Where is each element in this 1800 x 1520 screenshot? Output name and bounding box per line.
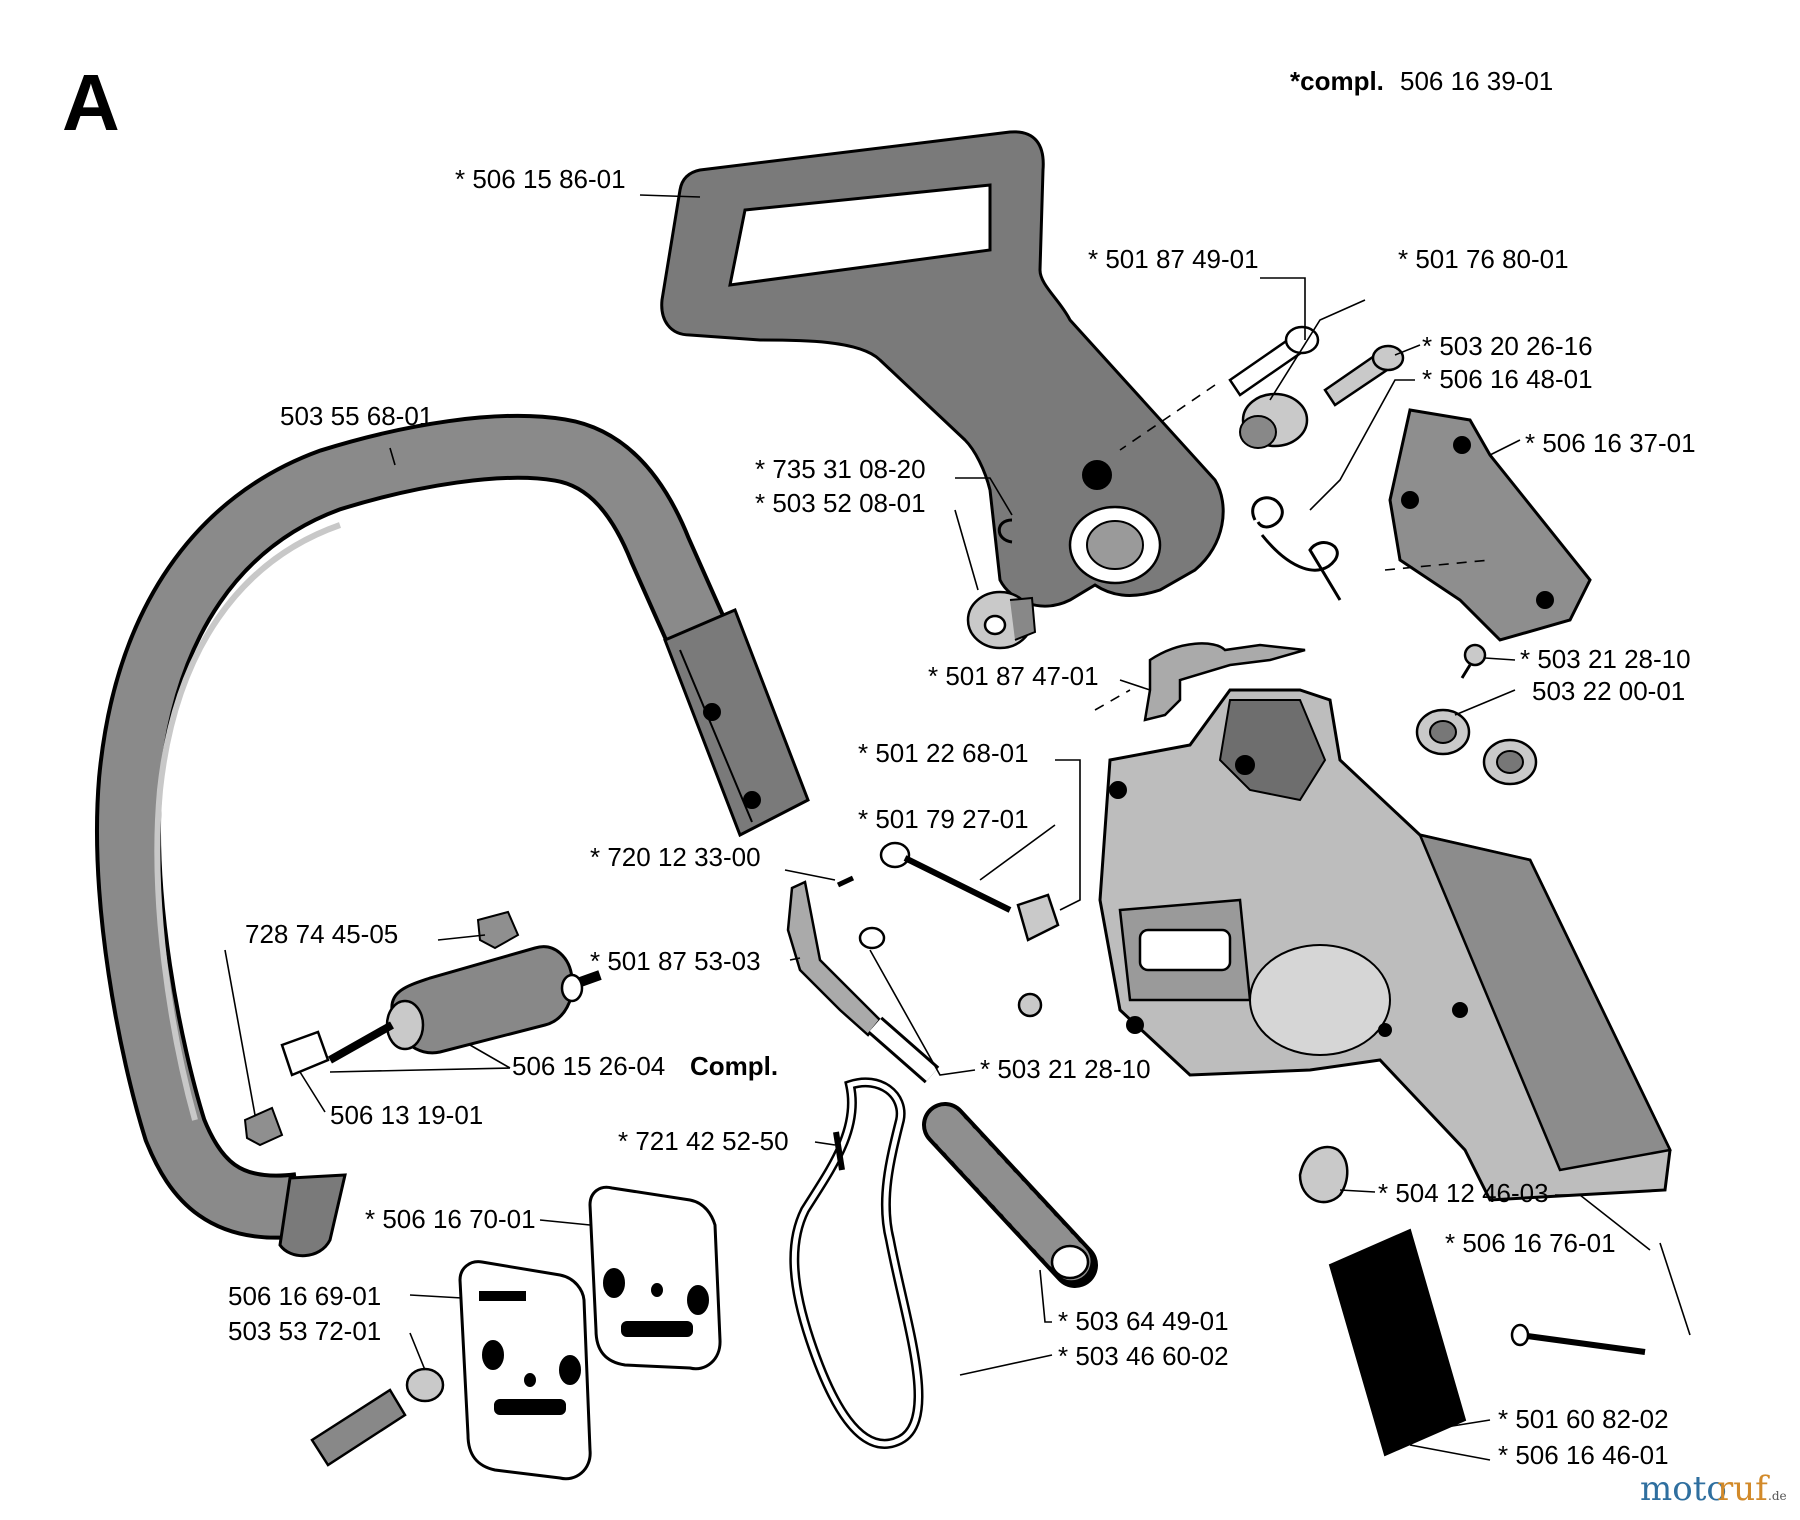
brake-band-part xyxy=(789,1077,924,1449)
circlip-part xyxy=(997,518,1013,544)
screw-2810a-part xyxy=(1460,643,1487,679)
label-plate-7001: * 506 16 70-01 xyxy=(365,1204,536,1234)
nuts-2200-part xyxy=(1415,708,1538,786)
label-screw-7201: 503 53 72-01 xyxy=(228,1316,381,1346)
lever-4701-part xyxy=(1143,642,1306,722)
assembly-number: 506 16 39-01 xyxy=(1400,66,1553,96)
label-nut-2200: 503 22 00-01 xyxy=(1532,676,1685,706)
label-filter-compl-word: Compl. xyxy=(690,1051,778,1081)
screw-7201-part xyxy=(310,1367,445,1467)
label-pad-4601: * 506 16 46-01 xyxy=(1498,1440,1669,1470)
section-letter: A xyxy=(62,58,120,147)
watermark-part2: ruf xyxy=(1717,1469,1770,1509)
label-pin-5250: * 721 42 52-50 xyxy=(618,1126,789,1156)
brake-lever-part xyxy=(786,880,940,1084)
label-lever-5303: * 501 87 53-03 xyxy=(590,946,761,976)
plate-6901-part xyxy=(458,1260,592,1481)
label-washer-0801: * 503 52 08-01 xyxy=(755,488,926,518)
label-nut-4701: * 501 87 47-01 xyxy=(928,661,1099,691)
label-band-6002: * 503 46 60-02 xyxy=(1058,1341,1229,1371)
plate-7001-part xyxy=(588,1185,722,1371)
side-cover-plate-part xyxy=(1388,408,1592,642)
label-circlip: * 735 31 08-20 xyxy=(755,454,926,484)
watermark-part1: moto xyxy=(1640,1469,1727,1509)
label-bushing-7680: * 501 76 80-01 xyxy=(1398,244,1569,274)
label-tension-7927: * 501 79 27-01 xyxy=(858,804,1029,834)
label-screw-2026: * 503 20 26-16 xyxy=(1422,331,1593,361)
pin-5250-part xyxy=(833,1131,845,1171)
filter-compl-part xyxy=(328,945,602,1064)
bushing-part xyxy=(1239,392,1309,449)
label-front-handle: 503 55 68-01 xyxy=(280,401,433,431)
screw-7490-part xyxy=(1228,325,1320,397)
tension-screw-7927-part xyxy=(879,841,1012,913)
label-rivet-7601: * 506 16 76-01 xyxy=(1445,1228,1616,1258)
pad-4601-part xyxy=(1328,1228,1467,1457)
nut-2268-part xyxy=(1016,893,1060,942)
screw-2026-part xyxy=(1323,344,1405,407)
label-cover-3701: * 506 16 37-01 xyxy=(1525,428,1696,458)
label-screw-2810b: * 503 21 28-10 xyxy=(980,1054,1151,1084)
label-screw-2810a: * 503 21 28-10 xyxy=(1520,644,1691,674)
watermark-logo: moto ruf .de xyxy=(1640,1469,1787,1509)
top-handle-part xyxy=(660,130,1225,608)
label-bolt-2268: * 501 22 68-01 xyxy=(858,738,1029,768)
label-stop-4505: 728 74 45-05 xyxy=(245,919,398,949)
label-cap-4603: * 504 12 46-03 xyxy=(1378,1178,1549,1208)
screw-2810b-part xyxy=(1017,992,1043,1018)
label-plate-6901: 506 16 69-01 xyxy=(228,1281,381,1311)
label-nut-1901: 506 13 19-01 xyxy=(330,1100,483,1130)
spring-6481-part xyxy=(1251,496,1342,601)
pin-1233-part xyxy=(836,875,855,888)
label-filter-compl-num: 506 15 26-04 xyxy=(512,1051,665,1081)
label-top-handle: * 506 15 86-01 xyxy=(455,164,626,194)
clutch-cover-part xyxy=(1098,688,1672,1202)
label-spring-4801: * 506 16 48-01 xyxy=(1422,364,1593,394)
spring-6449-part xyxy=(922,1102,1098,1288)
assembly-prefix: *compl. xyxy=(1290,66,1384,96)
cap-4603-part xyxy=(1298,1145,1349,1204)
rivet-8202-part xyxy=(1510,1323,1646,1355)
leader-lines xyxy=(224,194,1691,1461)
washer-0801-part xyxy=(966,590,1037,650)
label-rivet-8202: * 501 60 82-02 xyxy=(1498,1404,1669,1434)
watermark-suffix: .de xyxy=(1768,1489,1787,1503)
nut-1901-part xyxy=(280,1030,330,1077)
stop-4505-part xyxy=(243,910,520,1147)
label-screw-7490: * 501 87 49-01 xyxy=(1088,244,1259,274)
label-spring-6449: * 503 64 49-01 xyxy=(1058,1306,1229,1336)
label-pin-1233: * 720 12 33-00 xyxy=(590,842,761,872)
front-handle-part xyxy=(95,413,810,1258)
